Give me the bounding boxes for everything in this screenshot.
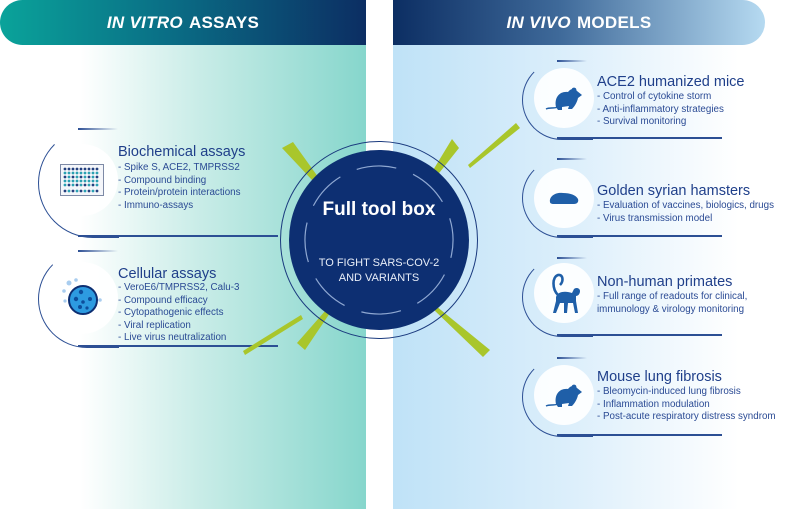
in-vitro-header-rest: ASSAYS — [188, 12, 260, 32]
card-arc-top — [557, 60, 587, 62]
card-title: Mouse lung fibrosis — [597, 369, 722, 385]
card-underline — [557, 137, 722, 139]
microplate-icon — [46, 144, 118, 216]
list-item: - Survival monitoring — [597, 116, 687, 128]
in-vivo-header-rest: MODELS — [576, 12, 652, 32]
card-item-list: - Bleomycin-induced lung fibrosis - Infl… — [597, 386, 776, 424]
cell-icon — [46, 262, 118, 334]
list-item: - Compound efficacy — [118, 294, 208, 306]
card-title: Golden syrian hamsters — [597, 183, 751, 199]
card-item-list: - Full range of readouts for clinical, i… — [597, 291, 747, 316]
card-title: Non-human primates — [597, 274, 733, 290]
ace2-humanized-mice-card: ACE2 humanized mice - Control of cytokin… — [522, 60, 800, 140]
monkey-icon — [534, 263, 594, 323]
inner-dashed-ring — [304, 165, 454, 315]
card-arc-top — [78, 250, 118, 252]
list-item: immunology & virology monitoring — [597, 303, 745, 315]
mouse-lung-fibrosis-card: Mouse lung fibrosis - Bleomycin-induced … — [522, 357, 800, 437]
center-title: Full tool box — [322, 199, 436, 220]
card-item-list: - VeroE6/TMPRSS2, Calu-3 - Compound effi… — [118, 282, 239, 345]
list-item: - Spike S, ACE2, TMPRSS2 — [118, 162, 240, 173]
mouse-icon — [534, 365, 594, 425]
in-vivo-header: IN VIVO MODELS — [393, 0, 765, 45]
card-arc — [522, 158, 593, 238]
card-arc — [522, 257, 593, 337]
card-underline — [557, 334, 722, 336]
center-subtitle-line1: TO FIGHT SARS-COV-2 — [318, 257, 440, 269]
card-item-list: - Evaluation of vaccines, biologics, dru… — [597, 200, 774, 225]
list-item: - Evaluation of vaccines, biologics, dru… — [597, 200, 774, 211]
card-title: Cellular assays — [118, 266, 217, 282]
card-underline — [78, 345, 278, 347]
full-tool-box-circle: Full tool box TO FIGHT SARS-COV-2 AND VA… — [280, 141, 478, 339]
list-item: - Control of cytokine storm — [597, 91, 712, 102]
center-subtitle: TO FIGHT SARS-COV-2 AND VARIANTS — [280, 256, 478, 286]
in-vivo-header-italic: IN VIVO — [506, 12, 571, 32]
center-subtitle-line2: AND VARIANTS — [338, 272, 420, 284]
list-item: - Immuno-assays — [118, 199, 194, 211]
cellular-assays-card: Cellular assays - VeroE6/TMPRSS2, Calu-3… — [38, 250, 288, 370]
list-item: - Cytopathogenic effects — [118, 307, 224, 319]
list-item: - Live virus neutralization — [118, 332, 227, 344]
card-title: Biochemical assays — [118, 144, 246, 160]
list-item: - Compound binding — [118, 174, 207, 186]
card-underline — [557, 434, 722, 436]
card-item-list: - Control of cytokine storm - Anti-infla… — [597, 91, 724, 129]
card-arc-top — [78, 128, 118, 130]
non-human-primates-card: Non-human primates - Full range of reado… — [522, 257, 800, 337]
list-item: - Post-acute respiratory distress syndro… — [597, 411, 776, 423]
list-item: - Inflammation modulation — [597, 398, 710, 410]
card-underline — [78, 235, 278, 237]
list-item: - Protein/protein interactions — [118, 187, 241, 199]
card-arc — [522, 357, 593, 437]
card-arc-top — [557, 158, 587, 160]
list-item: - Virus transmission model — [597, 212, 713, 224]
biochemical-assays-card: Biochemical assays - Spike S, ACE2, TMPR… — [38, 128, 288, 240]
list-item: - Full range of readouts for clinical, — [597, 291, 748, 302]
in-vitro-header: IN VITRO ASSAYS — [0, 0, 366, 45]
card-underline — [557, 235, 722, 237]
card-arc — [522, 60, 593, 140]
center-disk — [289, 150, 469, 330]
card-arc-top — [557, 357, 587, 359]
in-vitro-header-italic: IN VITRO — [106, 12, 183, 32]
outer-ring — [280, 141, 478, 339]
list-item: - Viral replication — [118, 319, 191, 331]
card-item-list: - Spike S, ACE2, TMPRSS2 - Compound bind… — [118, 162, 241, 212]
list-item: - VeroE6/TMPRSS2, Calu-3 — [118, 282, 240, 293]
golden-syrian-hamsters-card: Golden syrian hamsters - Evaluation of v… — [522, 158, 800, 238]
list-item: - Anti-inflammatory strategies — [597, 103, 724, 115]
card-arc-top — [557, 257, 587, 259]
card-title: ACE2 humanized mice — [597, 74, 745, 90]
hamster-icon — [534, 168, 594, 228]
mouse-icon — [534, 68, 594, 128]
list-item: - Bleomycin-induced lung fibrosis — [597, 386, 741, 397]
